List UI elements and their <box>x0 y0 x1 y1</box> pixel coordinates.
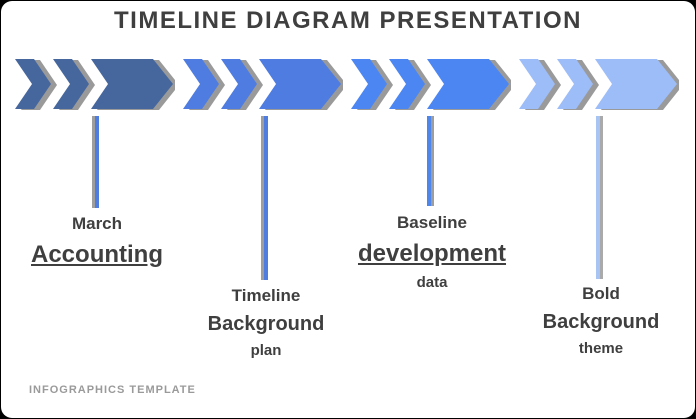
arrow-group-4 <box>519 56 679 112</box>
milestone-heading: Baseline <box>397 213 467 232</box>
milestone-caption: data <box>416 274 448 291</box>
connector-shadow <box>600 116 603 279</box>
milestone-title: development <box>357 240 507 267</box>
chevron-arrow-icon <box>183 59 343 110</box>
milestone-title: Background <box>207 313 325 335</box>
milestone-caption: theme <box>578 340 624 357</box>
milestone-title: Background <box>542 311 660 333</box>
connector-stripe <box>95 116 99 208</box>
milestone-label-2: Timeline Background plan <box>174 286 358 359</box>
milestone-heading: March <box>71 214 123 233</box>
milestone-caption: plan <box>250 342 282 359</box>
milestone-heading: Bold <box>582 284 620 303</box>
arrow-group-1 <box>15 56 175 112</box>
milestone-label-4: Bold Background theme <box>509 284 693 357</box>
arrow-group-3 <box>351 56 511 112</box>
connector-stripe <box>427 116 431 206</box>
milestone-heading: Timeline <box>231 286 301 305</box>
milestone-label-1: March Accounting <box>5 214 189 269</box>
page-title: TIMELINE DIAGRAM PRESENTATION <box>114 7 582 34</box>
connector-shadow <box>92 116 95 208</box>
connector-shadow <box>261 116 264 280</box>
connector-shadow <box>431 116 434 206</box>
milestone-title: Accounting <box>31 241 163 268</box>
chevron-arrow-icon <box>15 59 175 110</box>
connector-line-3 <box>427 116 434 206</box>
chevron-arrow-icon <box>351 59 511 110</box>
connector-stripe <box>596 116 600 279</box>
arrow-group-2 <box>183 56 343 112</box>
connector-line-2 <box>261 116 268 280</box>
watermark-text: INFOGRAPHICS TEMPLATE <box>29 384 196 396</box>
connector-line-4 <box>596 116 603 279</box>
milestone-label-3: Baseline development data <box>340 213 524 291</box>
connector-stripe <box>264 116 268 280</box>
chevron-arrow-icon <box>519 59 679 110</box>
connector-line-1 <box>92 116 99 208</box>
chevron-arrow-row <box>1 56 695 112</box>
